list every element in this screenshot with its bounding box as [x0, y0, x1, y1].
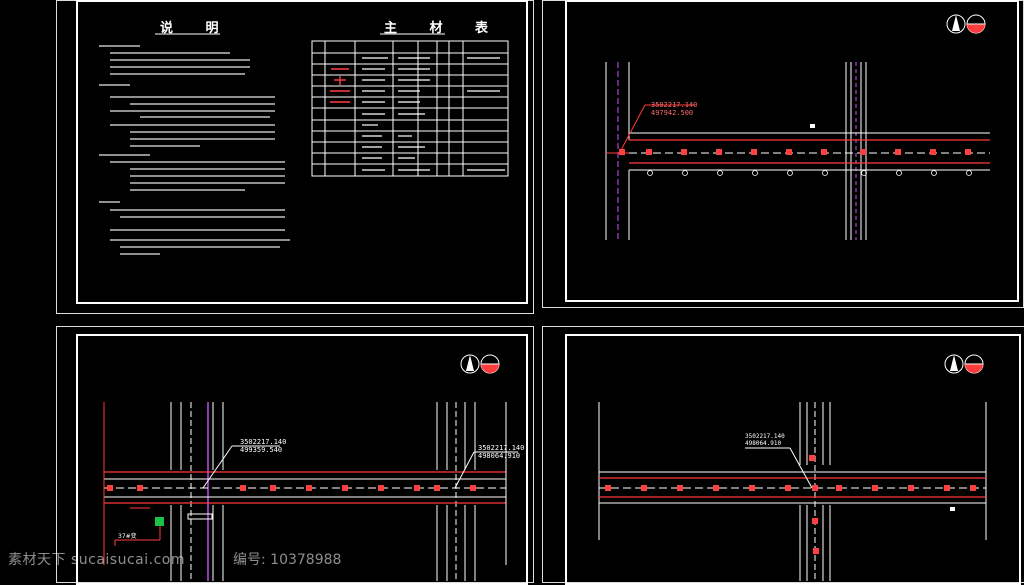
sheet-border-plan-a — [565, 0, 1019, 302]
plan-c-lamps — [605, 455, 976, 554]
plan-a-coord-easting: 497942.500 — [651, 109, 694, 117]
plan-a-lamps — [619, 149, 971, 155]
plan-b-lamps — [107, 485, 476, 491]
plan-a-drawing — [605, 14, 990, 240]
notes-heading: 说 明 — [160, 21, 233, 36]
plan-b-coord2-easting: 498064.910 — [478, 452, 521, 460]
sheet-border-notes — [76, 0, 528, 304]
plan-b-drawing — [103, 354, 518, 581]
material-table-content — [362, 57, 505, 171]
material-table-heading: 主 材 表 — [384, 21, 503, 36]
plan-c-coord-easting: 498064.910 — [745, 440, 782, 447]
plan-a-coord-northing: 3502217.140 — [651, 101, 698, 109]
notes-text-block — [99, 45, 290, 255]
plan-c-coord-northing: 3502217.140 — [745, 433, 785, 440]
material-table-symbols — [330, 68, 350, 103]
material-table — [311, 40, 509, 177]
plan-c-drawing — [598, 354, 987, 581]
plan-b-coord1-easting: 499359.540 — [240, 446, 283, 454]
transformer-tag: 37#变 — [118, 533, 137, 540]
watermark-site: 素材天下 sucaisucai.com — [8, 552, 185, 568]
plan-b-coord1-northing: 3502217.140 — [240, 438, 287, 446]
watermark-code: 编号: 10378988 — [233, 552, 342, 568]
plan-b-coord2-northing: 3502217.140 — [478, 444, 525, 452]
